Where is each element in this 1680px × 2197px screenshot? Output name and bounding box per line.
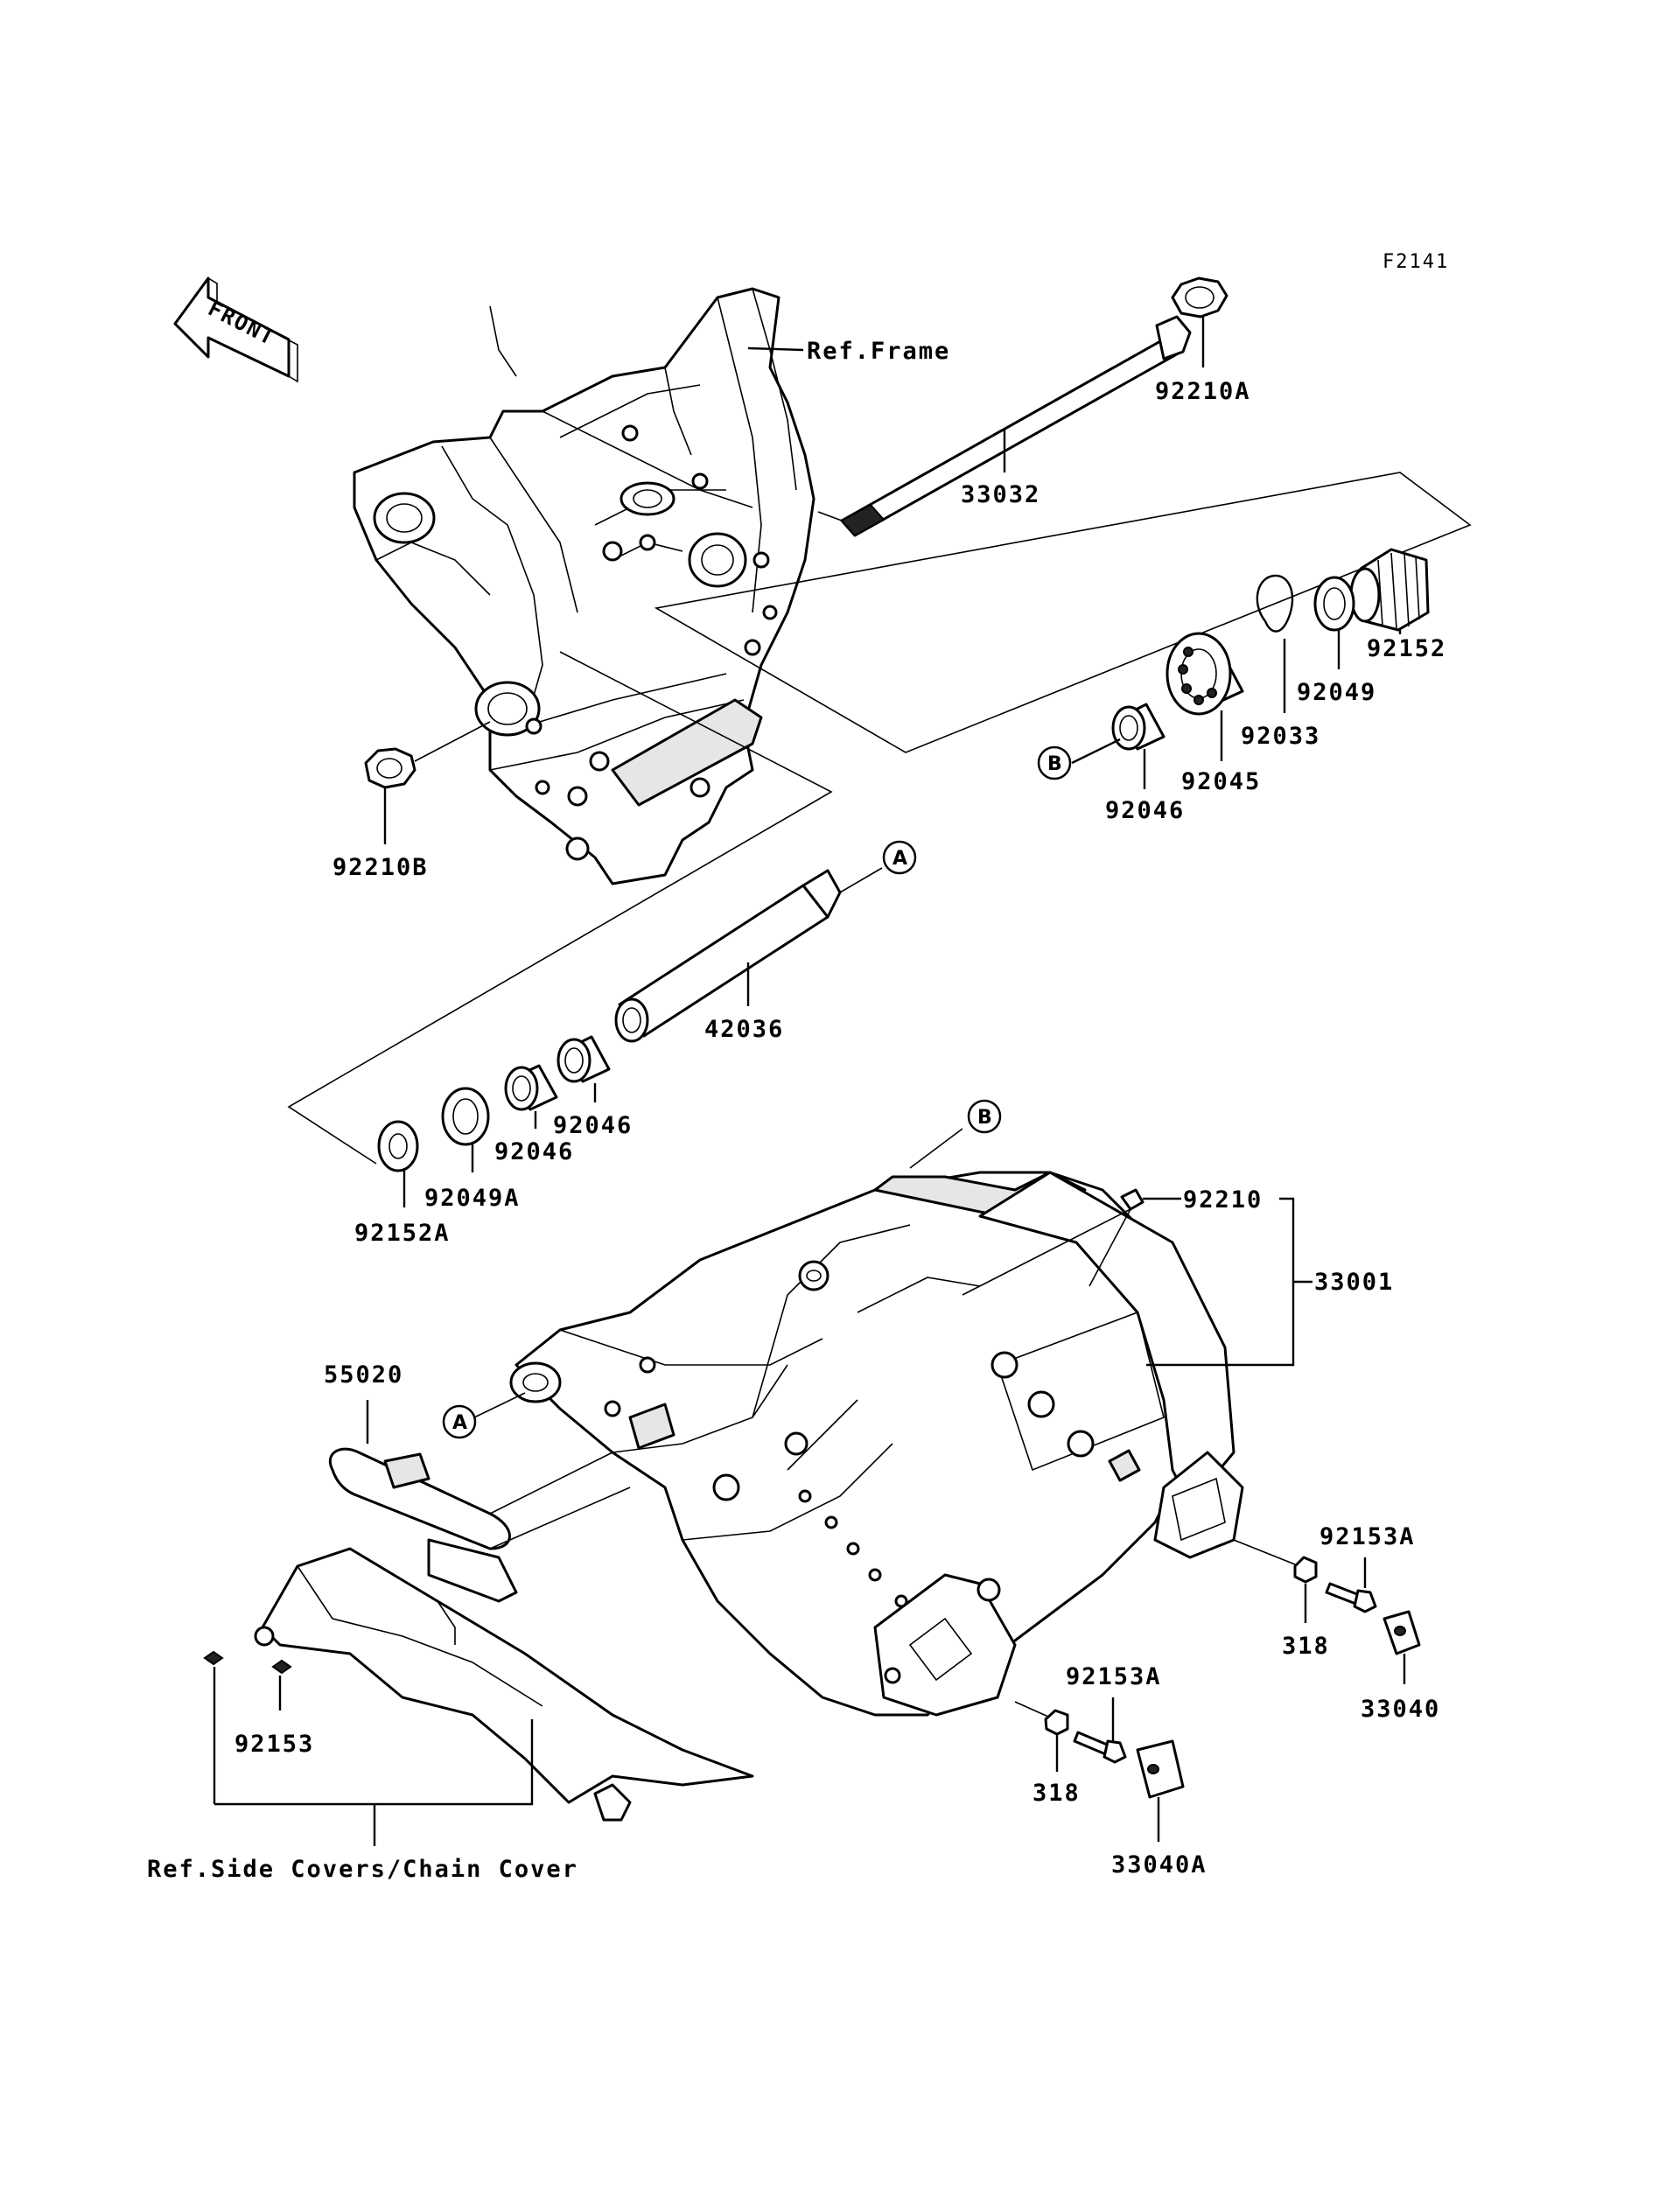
ref-frame-label: Ref.Frame: [807, 338, 950, 365]
marker-b-upper: B: [1037, 745, 1072, 780]
part-92046-b-label: 92046: [494, 1138, 574, 1165]
marker-a-upper: A: [882, 840, 917, 875]
part-92210A-label: 92210A: [1155, 378, 1251, 405]
pivot-shaft: [840, 315, 1192, 537]
svg-text:A: A: [452, 1412, 467, 1434]
part-33040-label: 33040: [1361, 1696, 1440, 1723]
seal-92049A-icon: [441, 1087, 490, 1146]
plug-92210-icon: [1120, 1188, 1144, 1211]
part-92033-label: 92033: [1241, 723, 1320, 750]
svg-text:B: B: [977, 1107, 992, 1129]
bolt-92153A-right-icon: [1325, 1582, 1377, 1613]
bearing-92045-icon: [1166, 632, 1244, 716]
part-33001-label: 33001: [1314, 1269, 1394, 1296]
svg-text:A: A: [892, 848, 907, 870]
chain-cover-drawing: [254, 1547, 754, 1822]
needle-bearing-92046-a-icon: [556, 1035, 611, 1083]
needle-bearing-92046-b-icon: [504, 1064, 558, 1111]
chain-slipper-55020-icon: [328, 1447, 518, 1603]
figure-code: F2141: [1382, 251, 1449, 273]
part-92049-label: 92049: [1297, 679, 1376, 706]
part-33032-label: 33032: [961, 481, 1040, 508]
screw-92153-icon: [203, 1650, 292, 1675]
part-92210-label: 92210: [1183, 1186, 1263, 1214]
part-92049A-label: 92049A: [424, 1185, 521, 1212]
plate-33040-icon: [1382, 1610, 1421, 1655]
bolt-92153A-left-icon: [1073, 1731, 1127, 1764]
washer-92152A-icon: [377, 1120, 419, 1172]
part-92152A-label: 92152A: [354, 1220, 451, 1247]
seal-92049-icon: [1313, 576, 1355, 632]
dust-boot-92152-icon: [1349, 548, 1430, 632]
part-92153A-left-label: 92153A: [1066, 1663, 1162, 1690]
marker-b-lower: B: [967, 1099, 1002, 1134]
nut-92210A-icon: [1171, 276, 1228, 318]
part-92152-label: 92152: [1367, 635, 1446, 662]
frame-drawing: [353, 287, 816, 885]
plate-33040A-icon: [1136, 1739, 1185, 1799]
part-33040A-label: 33040A: [1111, 1851, 1208, 1879]
circlip-92033-icon: [1256, 574, 1294, 633]
part-318-right-label: 318: [1282, 1633, 1330, 1660]
swingarm-drawing: [509, 1171, 1244, 1717]
needle-bearing-92046-top-icon: [1111, 703, 1166, 751]
part-92046-top-label: 92046: [1105, 797, 1185, 824]
ref-side-covers-label: Ref.Side Covers/Chain Cover: [147, 1856, 578, 1883]
part-92153A-right-label: 92153A: [1320, 1523, 1416, 1550]
nut-92210B-icon: [364, 747, 416, 789]
part-55020-label: 55020: [324, 1361, 403, 1389]
part-92210B-label: 92210B: [332, 854, 429, 881]
part-92045-label: 92045: [1181, 768, 1261, 795]
marker-a-lower: A: [442, 1404, 477, 1439]
part-318-left-label: 318: [1032, 1780, 1081, 1807]
nut-318-right-icon: [1293, 1556, 1318, 1584]
front-arrow-icon: FRONT: [173, 276, 298, 383]
part-42036-label: 42036: [704, 1016, 784, 1043]
nut-318-left-icon: [1044, 1709, 1069, 1736]
part-92153-label: 92153: [234, 1731, 314, 1758]
svg-text:B: B: [1047, 753, 1062, 775]
part-92046-a-label: 92046: [553, 1112, 633, 1139]
collar-42036-icon: [614, 869, 842, 1043]
